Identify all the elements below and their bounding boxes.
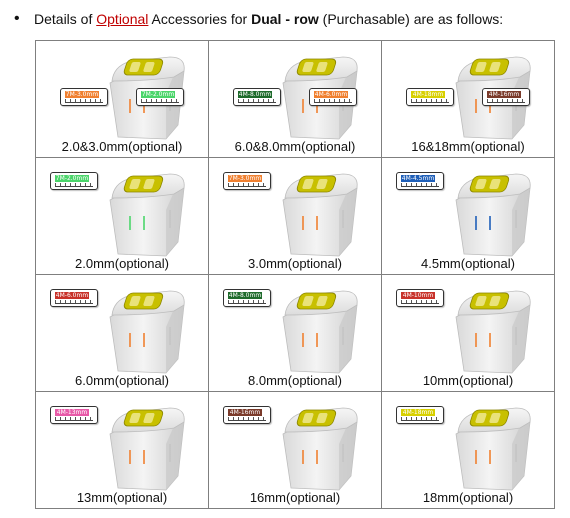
size-label-tag: 7M-2.0mm bbox=[50, 172, 98, 190]
ruler-scale-icon bbox=[228, 299, 266, 304]
accessory-cell: 4M-18mm 18mm(optional) bbox=[381, 391, 555, 509]
bullet-icon: • bbox=[14, 10, 20, 27]
accessory-cell: 4M-16mm 16mm(optional) bbox=[208, 391, 382, 509]
ruler-scale-icon bbox=[401, 182, 439, 187]
section-heading: • Details of Optional Accessories for Du… bbox=[14, 8, 564, 30]
size-label-text: 4M-16mm bbox=[228, 409, 262, 416]
accessory-cell: 4M-8.0mm 8.0mm(optional) bbox=[208, 274, 382, 392]
heading-text: Details of Optional Accessories for Dual… bbox=[34, 8, 503, 30]
size-label-text: 4M-8.0mm bbox=[238, 91, 272, 98]
accessory-cell: 4M-18mm 4M-16mm 16&18mm(optional) bbox=[381, 40, 555, 158]
size-label-text: 4M-13mm bbox=[55, 409, 89, 416]
size-label-tag: 4M-13mm bbox=[50, 406, 98, 424]
cartridge-image bbox=[446, 287, 542, 375]
accessory-cell: 7M-3.0mm 7M-2.0mm 2.0&3.0mm(optional) bbox=[35, 40, 209, 158]
accessory-cell: 4M-10mm 10mm(optional) bbox=[381, 274, 555, 392]
heading-prefix: Details of bbox=[34, 11, 97, 27]
size-label-tag: 7M-3.0mm bbox=[223, 172, 271, 190]
size-label-tag: 4M-18mm bbox=[406, 88, 454, 106]
ruler-scale-icon bbox=[314, 98, 352, 103]
ruler-scale-icon bbox=[55, 299, 93, 304]
size-label-tag: 4M-4.5mm bbox=[396, 172, 444, 190]
grid-row: 7M-3.0mm 7M-2.0mm 2.0&3.0mm(optional) 4M-8… bbox=[35, 40, 555, 158]
accessories-grid: 7M-3.0mm 7M-2.0mm 2.0&3.0mm(optional) 4M-8… bbox=[35, 40, 555, 509]
accessory-caption: 18mm(optional) bbox=[422, 490, 514, 505]
cartridge-image bbox=[273, 287, 369, 375]
ruler-scale-icon bbox=[55, 416, 93, 421]
size-label-text: 4M-6.0mm bbox=[314, 91, 348, 98]
accessory-cell: 4M-6.0mm 6.0mm(optional) bbox=[35, 274, 209, 392]
accessory-cell: 4M-13mm 13mm(optional) bbox=[35, 391, 209, 509]
ruler-scale-icon bbox=[65, 98, 103, 103]
size-label-tag: 4M-18mm bbox=[396, 406, 444, 424]
accessory-caption: 6.0mm(optional) bbox=[75, 373, 169, 388]
size-label-tag: 4M-16mm bbox=[482, 88, 530, 106]
size-label-tag: 4M-16mm bbox=[223, 406, 271, 424]
accessory-caption: 13mm(optional) bbox=[76, 490, 168, 505]
accessory-caption: 16mm(optional) bbox=[249, 490, 341, 505]
accessory-caption: 4.5mm(optional) bbox=[421, 256, 515, 271]
accessory-cell: 4M-4.5mm 4.5mm(optional) bbox=[381, 157, 555, 275]
heading-middle: Accessories for bbox=[148, 11, 252, 27]
cartridge-image bbox=[100, 170, 196, 258]
accessory-caption: 16&18mm(optional) bbox=[411, 139, 525, 154]
size-label-text: 4M-6.0mm bbox=[55, 292, 89, 299]
size-label-text: 4M-8.0mm bbox=[228, 292, 262, 299]
cartridge-image bbox=[446, 170, 542, 258]
heading-suffix: (Purchasable) are as follows: bbox=[318, 11, 504, 27]
size-label-text: 4M-18mm bbox=[411, 91, 445, 98]
size-label-tag: 7M-3.0mm bbox=[60, 88, 108, 106]
accessory-caption: 8.0mm(optional) bbox=[248, 373, 342, 388]
size-label-text: 4M-10mm bbox=[401, 292, 435, 299]
accessory-cell: 4M-8.0mm 4M-6.0mm 6.0&8.0mm(optional) bbox=[208, 40, 382, 158]
accessory-cell: 7M-3.0mm 3.0mm(optional) bbox=[208, 157, 382, 275]
accessory-caption: 10mm(optional) bbox=[422, 373, 514, 388]
cartridge-image bbox=[100, 287, 196, 375]
size-label-text: 7M-2.0mm bbox=[141, 91, 175, 98]
size-label-text: 7M-2.0mm bbox=[55, 175, 89, 182]
size-label-text: 7M-3.0mm bbox=[228, 175, 262, 182]
cartridge-image bbox=[273, 170, 369, 258]
size-label-tag: 7M-2.0mm bbox=[136, 88, 184, 106]
size-label-tag: 4M-10mm bbox=[396, 289, 444, 307]
accessory-caption: 6.0&8.0mm(optional) bbox=[234, 139, 356, 154]
cartridge-image bbox=[100, 404, 196, 492]
optional-link[interactable]: Optional bbox=[96, 11, 149, 27]
ruler-scale-icon bbox=[228, 416, 266, 421]
accessory-caption: 2.0&3.0mm(optional) bbox=[61, 139, 183, 154]
grid-row: 4M-6.0mm 6.0mm(optional) 4M-8.0mm 8.0mm(op… bbox=[35, 274, 555, 392]
cartridge-image bbox=[446, 404, 542, 492]
accessory-caption: 2.0mm(optional) bbox=[75, 256, 169, 271]
ruler-scale-icon bbox=[401, 299, 439, 304]
ruler-scale-icon bbox=[141, 98, 179, 103]
ruler-scale-icon bbox=[401, 416, 439, 421]
size-label-text: 7M-3.0mm bbox=[65, 91, 99, 98]
ruler-scale-icon bbox=[411, 98, 449, 103]
ruler-scale-icon bbox=[487, 98, 525, 103]
heading-bold: Dual - row bbox=[251, 11, 319, 27]
accessory-cell: 7M-2.0mm 2.0mm(optional) bbox=[35, 157, 209, 275]
size-label-tag: 4M-8.0mm bbox=[223, 289, 271, 307]
cartridge-image bbox=[273, 404, 369, 492]
size-label-tag: 4M-8.0mm bbox=[233, 88, 281, 106]
size-label-text: 4M-16mm bbox=[487, 91, 521, 98]
ruler-scale-icon bbox=[55, 182, 93, 187]
ruler-scale-icon bbox=[228, 182, 266, 187]
size-label-tag: 4M-6.0mm bbox=[50, 289, 98, 307]
grid-row: 7M-2.0mm 2.0mm(optional) 7M-3.0mm 3.0mm(op… bbox=[35, 157, 555, 275]
size-label-text: 4M-4.5mm bbox=[401, 175, 435, 182]
size-label-text: 4M-18mm bbox=[401, 409, 435, 416]
size-label-tag: 4M-6.0mm bbox=[309, 88, 357, 106]
ruler-scale-icon bbox=[238, 98, 276, 103]
grid-row: 4M-13mm 13mm(optional) 4M-16mm 16mm(option… bbox=[35, 391, 555, 509]
accessory-caption: 3.0mm(optional) bbox=[248, 256, 342, 271]
